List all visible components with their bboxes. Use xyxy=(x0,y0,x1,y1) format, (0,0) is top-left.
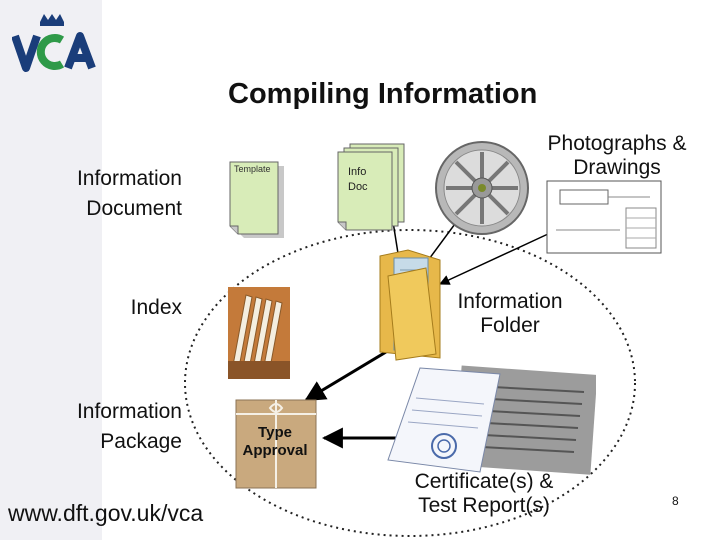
footer-url[interactable]: www.dft.gov.uk/vca xyxy=(8,500,204,526)
type-approval-label: Type Approval xyxy=(242,424,308,459)
information-folder-icon xyxy=(379,249,441,361)
label-index: Index xyxy=(130,296,182,319)
info-doc-label: Info Doc xyxy=(348,166,368,193)
label-photographs-drawings: Photographs & Drawings xyxy=(547,132,687,179)
label-information-folder: Information Folder xyxy=(457,290,563,337)
slide-title: Compiling Information xyxy=(228,78,538,110)
arrow-drawings-to-folder xyxy=(439,233,549,285)
page-number: 8 xyxy=(672,494,679,508)
technical-drawing-icon xyxy=(546,180,662,254)
wheel-photo-icon xyxy=(435,141,529,235)
crown-icon xyxy=(40,14,64,26)
dotted-ellipse xyxy=(184,229,636,537)
type-approval-package-icon xyxy=(235,399,317,489)
index-files-photo xyxy=(228,287,290,379)
label-information-package: Information Package xyxy=(76,400,182,453)
certificate-test-report-icon xyxy=(387,365,596,475)
template-label: Template xyxy=(234,164,271,174)
arrow-folder-to-type-approval xyxy=(304,350,387,402)
label-information-document: Information Document xyxy=(76,167,182,220)
vca-logo xyxy=(12,14,96,72)
side-panel xyxy=(0,0,102,540)
label-certificates-reports: Certificate(s) & Test Report(s) xyxy=(414,470,554,517)
template-document-icon xyxy=(229,161,284,238)
info-doc-stack-icon xyxy=(337,143,405,231)
